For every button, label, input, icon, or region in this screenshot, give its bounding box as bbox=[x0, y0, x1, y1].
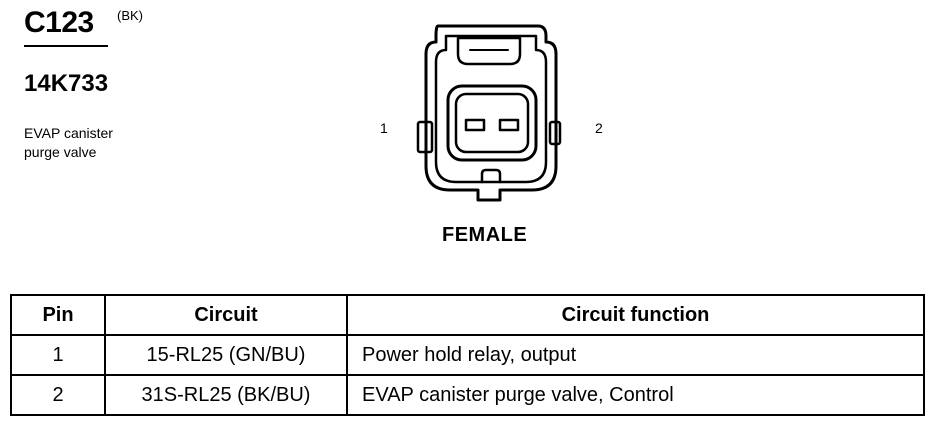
column-header-circuit: Circuit bbox=[104, 294, 348, 336]
terminal-cavity-outer bbox=[446, 84, 538, 162]
table-row: 1 15-RL25 (GN/BU) Power hold relay, outp… bbox=[10, 334, 925, 376]
component-description-line-1: EVAP canister bbox=[24, 125, 113, 141]
part-number: 14K733 bbox=[24, 70, 109, 97]
cell-pin: 1 bbox=[10, 334, 106, 376]
pin-table: Pin Circuit Circuit function 1 15-RL25 (… bbox=[10, 294, 925, 416]
title-underline bbox=[24, 45, 108, 47]
connector-face-drawing bbox=[416, 24, 562, 202]
terminal-1 bbox=[464, 118, 486, 132]
terminal-cavity-inner bbox=[454, 92, 530, 154]
column-header-pin: Pin bbox=[10, 294, 106, 336]
cell-pin: 2 bbox=[10, 374, 106, 416]
cell-circuit: 31S-RL25 (BK/BU) bbox=[104, 374, 348, 416]
cell-circuit-function: EVAP canister purge valve, Control bbox=[346, 374, 925, 416]
connector-bottom-notch bbox=[480, 168, 502, 184]
component-description-line-2: purge valve bbox=[24, 144, 97, 160]
cell-circuit-function: Power hold relay, output bbox=[346, 334, 925, 376]
cell-circuit: 15-RL25 (GN/BU) bbox=[104, 334, 348, 376]
pin-label-1: 1 bbox=[380, 120, 388, 136]
connector-id: C123 bbox=[24, 6, 94, 39]
column-header-circuit-function: Circuit function bbox=[346, 294, 925, 336]
connector-right-key bbox=[548, 120, 562, 146]
connector-left-key bbox=[416, 120, 434, 154]
pin-label-2: 2 bbox=[595, 120, 603, 136]
table-header-row: Pin Circuit Circuit function bbox=[10, 294, 925, 336]
component-description: EVAP canister purge valve bbox=[24, 124, 184, 162]
connector-gender-label: FEMALE bbox=[442, 224, 528, 246]
connector-inner-housing bbox=[434, 34, 548, 184]
connector-latch bbox=[456, 36, 522, 66]
terminal-2 bbox=[498, 118, 520, 132]
connector-color-code: (BK) bbox=[117, 8, 143, 23]
connector-outer-housing bbox=[424, 24, 558, 202]
table-row: 2 31S-RL25 (BK/BU) EVAP canister purge v… bbox=[10, 374, 925, 416]
